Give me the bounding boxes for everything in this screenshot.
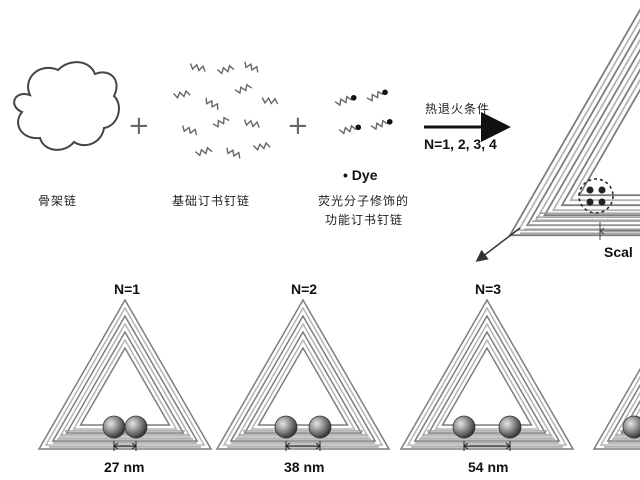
gold-nanoparticle-right (124, 415, 148, 439)
functional-staples-label-line2: 功能订书钉链 (325, 213, 404, 227)
distance-label-n2: 38 nm (284, 459, 325, 475)
functional-staples-label-line1: 荧光分子修饰的 (318, 194, 410, 208)
gold-nanoparticle-left (622, 415, 640, 439)
variant-label-n2: N=2 (291, 281, 318, 297)
distance-label-n1: 27 nm (104, 459, 145, 475)
variant-triangle-4-partial (592, 367, 640, 450)
variant-triangle-3 (399, 298, 575, 451)
reaction-condition: 热退火条件 (425, 102, 491, 116)
variant-triangle-1 (37, 298, 213, 451)
variant-triangles (37, 298, 640, 451)
variant-label-n1: N=1 (114, 281, 141, 297)
functional-staple-strands (334, 89, 393, 135)
basic-staple-strands (172, 61, 279, 159)
distance-label-n3: 54 nm (468, 459, 509, 475)
plus-sign-1: + (128, 111, 150, 141)
reaction-n-values: N=1, 2, 3, 4 (424, 136, 497, 152)
gold-nanoparticle-right (308, 415, 332, 439)
basic-staples-label: 基础订书钉链 (172, 194, 251, 208)
gold-nanoparticle-left (274, 415, 298, 439)
gold-nanoparticle-left (452, 415, 476, 439)
dye-cluster (586, 186, 606, 206)
variant-label-n3: N=3 (475, 281, 502, 297)
scale-label: Scal (604, 244, 633, 260)
scaffold-label: 骨架链 (38, 194, 78, 208)
dye-cluster-highlight (578, 178, 614, 214)
assembled-origami-triangle (508, 8, 640, 237)
product-arrow (475, 227, 521, 262)
dye-legend: • Dye (343, 167, 378, 183)
gold-nanoparticle-right (498, 415, 522, 439)
gold-nanoparticle-left (102, 415, 126, 439)
variant-triangle-2 (215, 298, 391, 451)
plus-sign-2: + (287, 111, 309, 141)
scaffold-strand-loop (13, 61, 120, 151)
